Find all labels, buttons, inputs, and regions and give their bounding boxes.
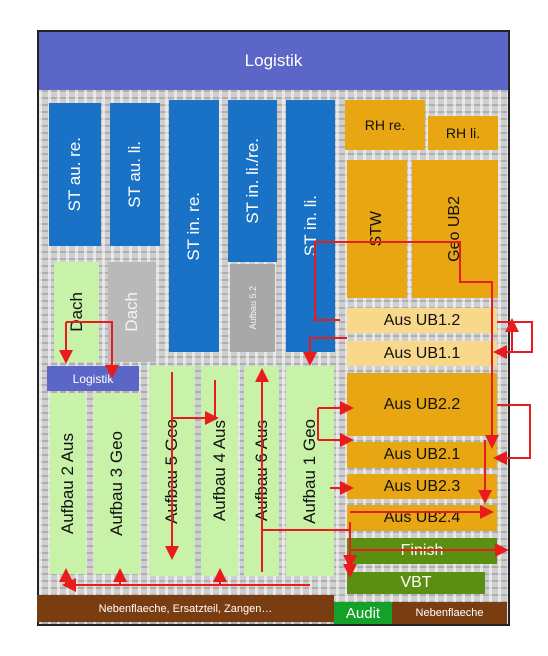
block-dach-1: Dach [54, 262, 99, 362]
label-st-au-re: ST au. re. [65, 137, 84, 212]
block-aufbau-3-geo: Aufbau 3 Geo [94, 393, 140, 574]
block-aus-ub22: Aus UB2.2 [347, 373, 497, 436]
block-audit: Audit [334, 602, 392, 624]
label-aufbau-3-geo: Aufbau 3 Geo [107, 431, 126, 536]
block-logistik-small: Logistik [47, 366, 139, 391]
label-aus-ub23: Aus UB2.3 [383, 477, 461, 495]
label-aufbau-1-geo: Aufbau 1 Geo [300, 418, 319, 524]
label-rh-re: RH re. [364, 117, 406, 133]
label-aus-ub21: Aus UB2.1 [383, 446, 461, 463]
label-nebenflaeche-main: Nebenflaeche, Ersatzteil, Zangen… [98, 602, 273, 615]
block-nebenflaeche-right: Nebenflaeche [392, 602, 507, 624]
label-vbt: VBT [400, 574, 432, 591]
label-aus-ub24: Aus UB2.4 [383, 509, 461, 526]
block-geo-ub2: Geo UB2 [412, 160, 498, 298]
label-audit: Audit [345, 604, 381, 622]
block-st-in-li: ST in. li. [286, 100, 335, 352]
block-aufbau-4-aus: Aufbau 4 Aus [201, 366, 238, 576]
label-st-in-li-re: ST in. li./re. [242, 138, 262, 224]
label-nebenflaeche-right: Nebenflaeche [415, 607, 484, 619]
block-vbt: VBT [347, 572, 485, 594]
label-st-in-re: ST in. re. [184, 191, 203, 261]
block-aufbau-2-aus: Aufbau 2 Aus [50, 393, 86, 574]
block-aus-ub11: Aus UB1.1 [347, 341, 497, 366]
label-rh-li: RH li. [445, 125, 481, 141]
label-finish: Finish [400, 542, 444, 559]
label-geo-ub2: Geo UB2 [446, 196, 463, 262]
block-aufbau-52: Aufbau 5.2 [230, 264, 275, 352]
label-aufbau-6-aus: Aufbau 6 Aus [251, 420, 271, 522]
label-stw: STW [368, 211, 385, 247]
label-dach-1: Dach [66, 292, 86, 332]
block-aufbau-5-geo: Aufbau 5 Geo [149, 366, 195, 576]
label-aus-ub22: Aus UB2.2 [383, 395, 461, 413]
block-st-in-li-re: ST in. li./re. [228, 100, 277, 262]
label-aufbau-4-aus: Aufbau 4 Aus [209, 420, 229, 522]
logistik-header: Logistik [39, 32, 508, 90]
label-aufbau-52: Aufbau 5.2 [247, 286, 258, 330]
block-aus-ub12: Aus UB1.2 [347, 308, 497, 333]
block-dach-2: Dach [108, 262, 156, 362]
label-aufbau-5-geo: Aufbau 5 Geo [162, 418, 181, 524]
label-dach-2: Dach [122, 292, 141, 332]
block-finish: Finish [347, 538, 497, 564]
block-rh-re: RH re. [345, 100, 425, 150]
label-st-in-li: ST in. li. [300, 195, 320, 257]
block-aufbau-6-aus: Aufbau 6 Aus [244, 366, 279, 576]
label-logistik-small: Logistik [72, 371, 114, 386]
block-st-au-li: ST au. li. [110, 103, 160, 246]
label-aufbau-2-aus: Aufbau 2 Aus [58, 432, 77, 535]
block-aus-ub24: Aus UB2.4 [347, 505, 497, 531]
block-st-au-re: ST au. re. [49, 103, 101, 246]
block-aufbau-1-geo: Aufbau 1 Geo [286, 366, 334, 576]
block-rh-li: RH li. [428, 116, 498, 150]
block-aus-ub23: Aus UB2.3 [347, 474, 497, 499]
block-aus-ub21: Aus UB2.1 [347, 442, 497, 468]
block-nebenflaeche-main: Nebenflaeche, Ersatzteil, Zangen… [37, 595, 334, 622]
label-aus-ub11: Aus UB1.1 [383, 344, 461, 362]
label-aus-ub12: Aus UB1.2 [383, 311, 461, 329]
label-st-au-li: ST au. li. [125, 141, 144, 208]
block-st-in-re: ST in. re. [169, 100, 219, 352]
block-stw: STW [347, 160, 407, 298]
